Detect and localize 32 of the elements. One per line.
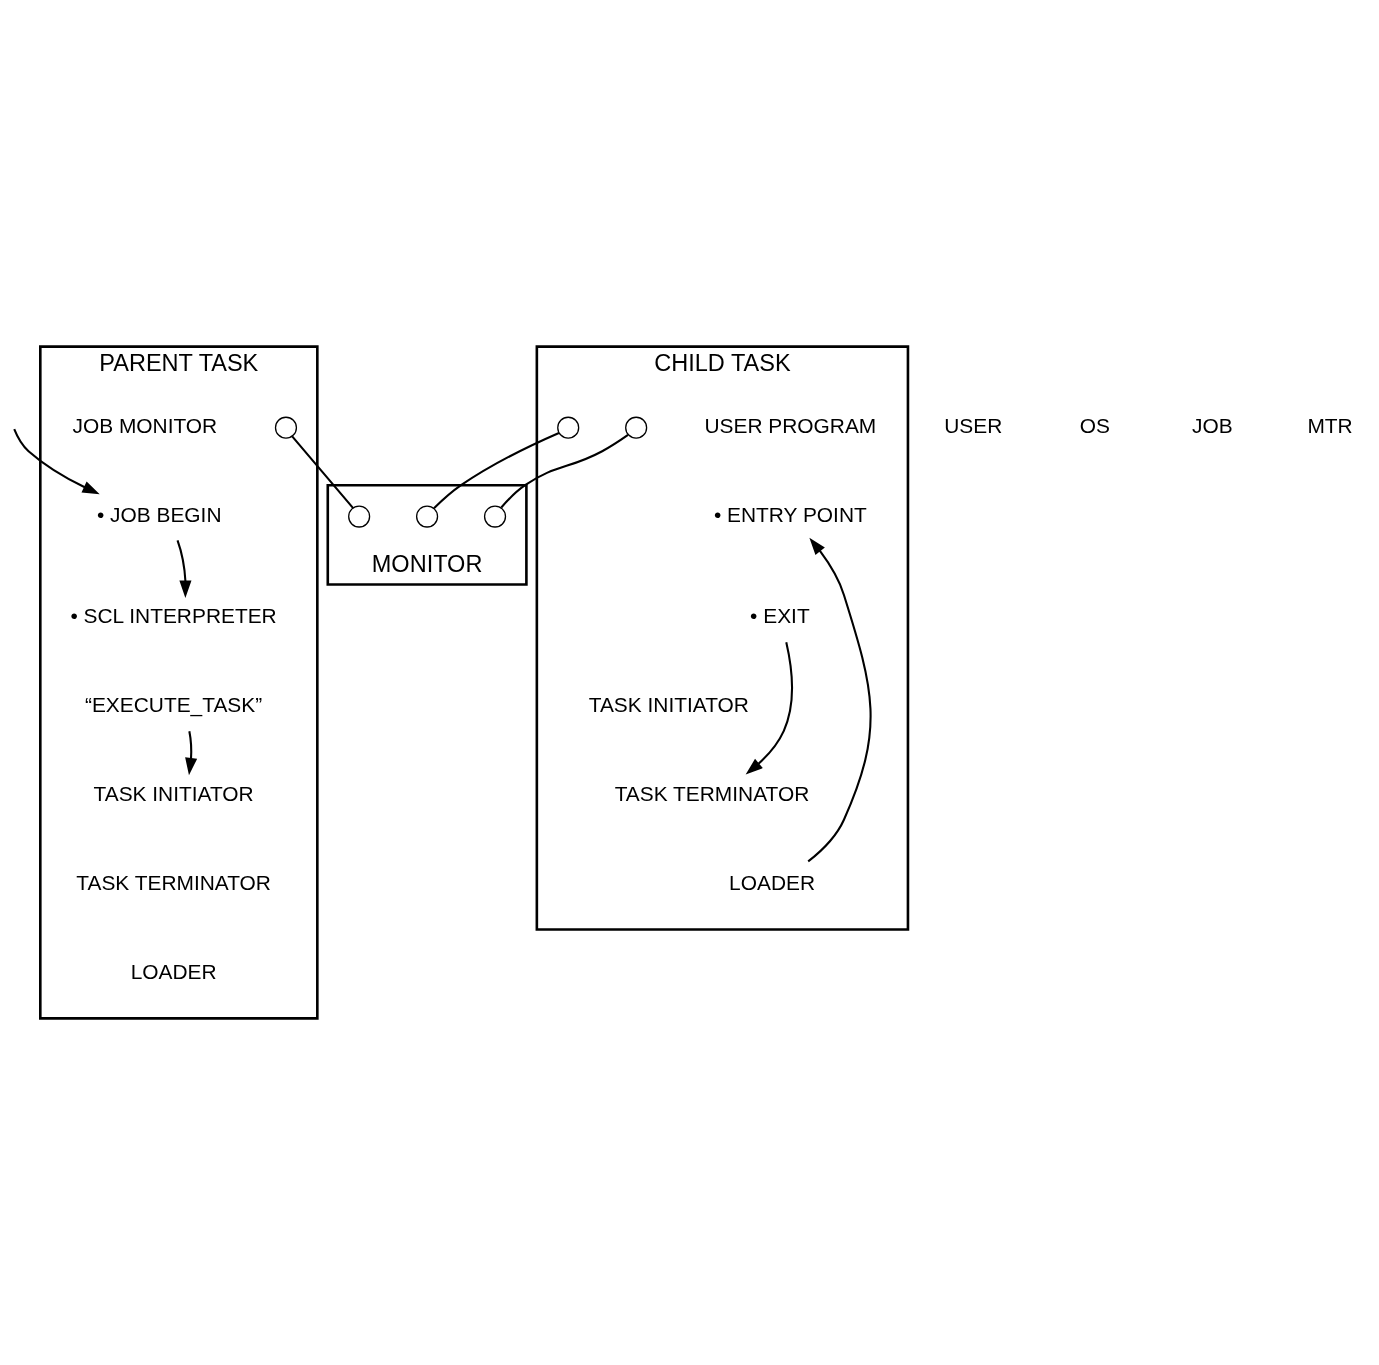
node-circle: [483, 505, 507, 528]
node-text: LOADER: [130, 959, 217, 983]
node-text: “EXECUTE_TASK”: [84, 693, 263, 717]
node-circle: [416, 505, 439, 528]
label: USER: [944, 413, 1003, 437]
node-text: TASK TERMINATOR: [76, 871, 271, 894]
arrow: [185, 731, 198, 776]
label: JOB: [1192, 413, 1233, 437]
arrow: [176, 540, 192, 598]
node-circle: [274, 416, 298, 439]
node-circle: [625, 416, 648, 439]
arrow: [13, 428, 100, 495]
node-text: LOADER: [729, 871, 816, 894]
node-text: TASK TERMINATOR: [614, 782, 810, 806]
connector: [291, 435, 354, 509]
node-text: • EXIT: [750, 604, 810, 628]
connector: [433, 432, 560, 509]
node-text: TASK INITIATOR: [588, 693, 749, 717]
node-text: TASK INITIATOR: [93, 782, 254, 806]
cluster: MONITOR: [326, 483, 528, 586]
node-circle: [348, 505, 371, 528]
node-text: JOB MONITOR: [72, 413, 218, 437]
label: OS: [1079, 413, 1110, 437]
node-text: • JOB BEGIN: [96, 502, 222, 526]
node-text: • SCL INTERPRETER: [70, 604, 277, 628]
label: MTR: [1307, 413, 1353, 437]
node-text: USER PROGRAM: [704, 413, 877, 437]
arrow: [807, 537, 872, 863]
node-circle: [557, 416, 580, 439]
node-text: • ENTRY POINT: [713, 502, 867, 526]
arrow: [745, 641, 793, 775]
connector: [500, 434, 629, 509]
